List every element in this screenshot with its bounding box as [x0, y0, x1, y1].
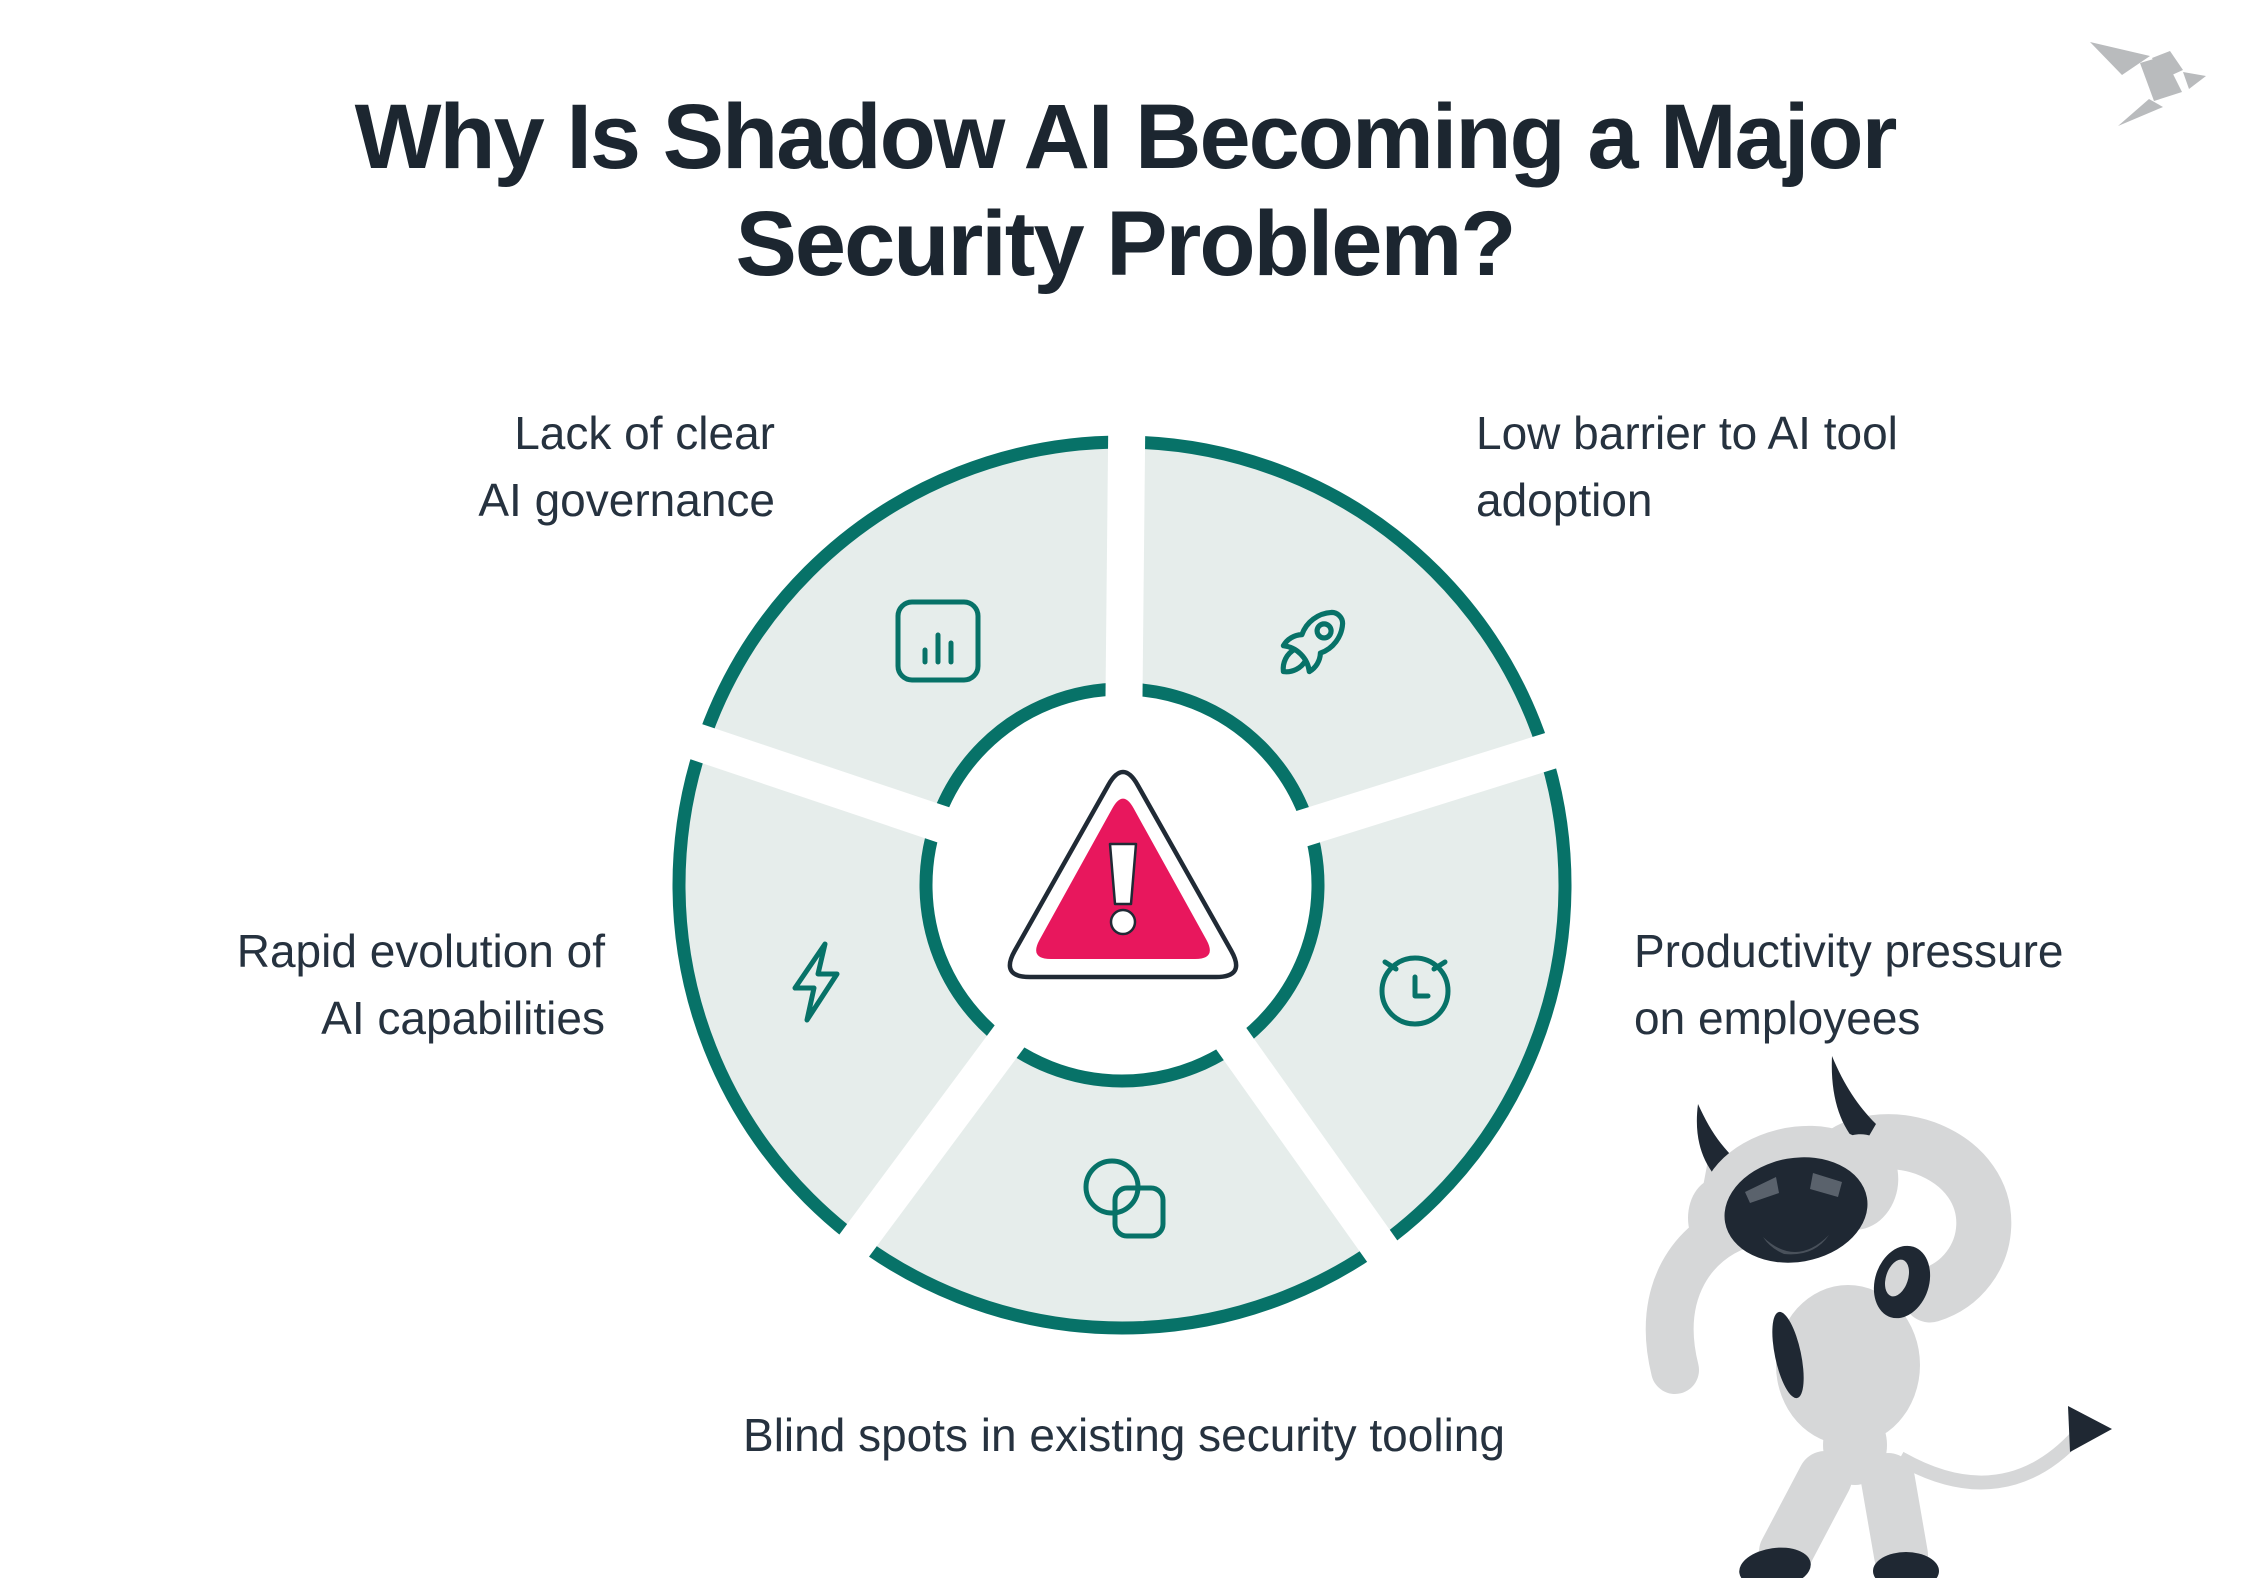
- label-line: Lack of clear: [514, 407, 775, 459]
- segment-label-right: Productivity pressure on employees: [1634, 918, 2234, 1052]
- mascot-torso-shade: [1772, 1311, 1804, 1399]
- rocket-icon: [1280, 609, 1346, 675]
- segment-label-bottom: Blind spots in existing security tooling: [622, 1402, 1626, 1469]
- page-title-line2: Security Problem?: [735, 193, 1517, 295]
- mascot-torso: [1776, 1285, 1920, 1445]
- bar-chart-icon: [895, 599, 981, 683]
- mascot-tail-arrow: [2068, 1406, 2112, 1452]
- mascot-eye: [1745, 1177, 1779, 1203]
- overlapping-shapes-icon: [1083, 1158, 1166, 1239]
- mascot-shoulder-core: [1885, 1259, 1909, 1297]
- label-line: AI capabilities: [321, 992, 605, 1044]
- label-line: AI governance: [478, 474, 775, 526]
- label-line: Rapid evolution of: [236, 925, 605, 977]
- label-line: adoption: [1476, 474, 1653, 526]
- radial-diagram: [668, 412, 1578, 1335]
- segment-label-top-right: Low barrier to AI tool adoption: [1476, 400, 2076, 534]
- segment-dividers: [668, 412, 1578, 1281]
- exclamation-bar: [1108, 842, 1138, 906]
- mascot-tail: [1896, 1430, 2084, 1490]
- mascot-legs: [1759, 1451, 1928, 1578]
- mascot-foot: [1873, 1552, 1939, 1578]
- warning-triangle-icon: [1007, 769, 1239, 980]
- alarm-clock-icon: [1379, 955, 1451, 1027]
- origami-bird-logo: [2090, 42, 2206, 126]
- label-line: Productivity pressure: [1634, 925, 2064, 977]
- lightning-bolt-icon: [792, 941, 840, 1023]
- devil-robot-mascot: [1645, 1056, 2112, 1578]
- label-line: on employees: [1634, 992, 1921, 1044]
- mascot-foot: [1739, 1547, 1811, 1578]
- exclamation-dot: [1109, 908, 1137, 936]
- mascot-mouth: [1763, 1235, 1829, 1255]
- page-title: Why Is Shadow AI Becoming a Major Securi…: [0, 84, 2250, 298]
- mascot-eye: [1810, 1173, 1842, 1197]
- label-line: Low barrier to AI tool: [1476, 407, 1898, 459]
- mascot-horn-right: [1831, 1056, 1876, 1148]
- segment-label-left: Rapid evolution of AI capabilities: [105, 918, 605, 1052]
- label-line: Blind spots in existing security tooling: [743, 1409, 1505, 1461]
- mascot-waist: [1823, 1405, 1887, 1485]
- page-title-line1: Why Is Shadow AI Becoming a Major: [354, 86, 1898, 188]
- segment-label-top-left: Lack of clear AI governance: [255, 400, 775, 534]
